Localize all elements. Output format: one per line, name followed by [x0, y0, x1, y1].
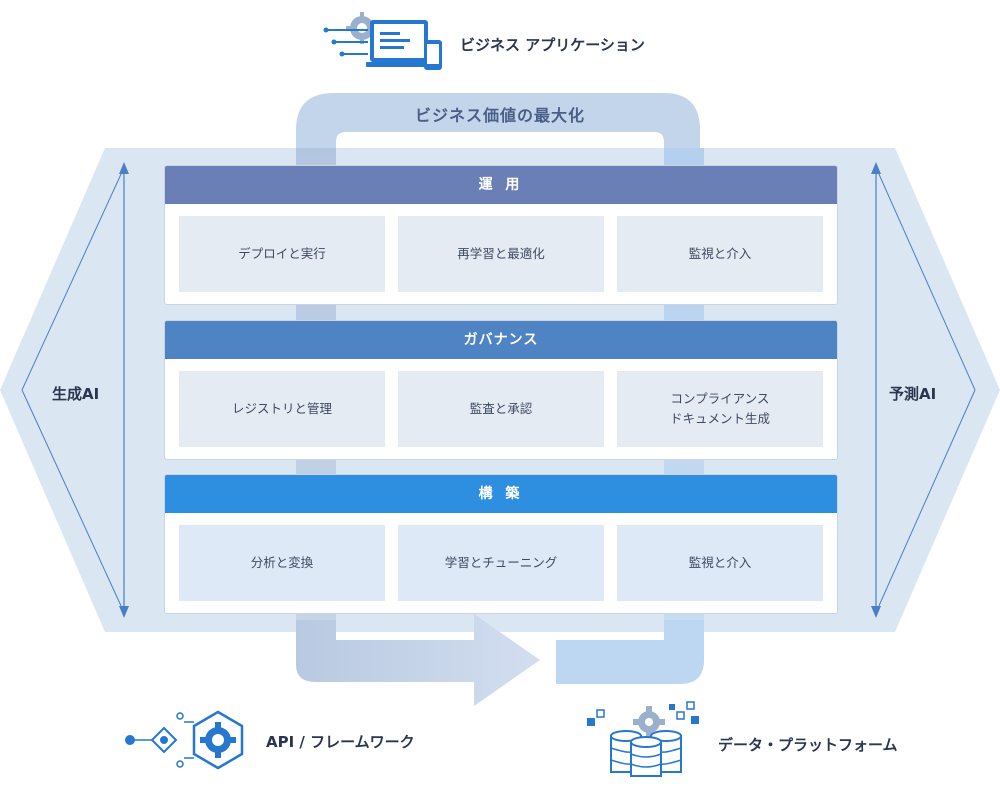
retrain-optimize-cell: 再学習と最適化: [398, 216, 604, 292]
deploy-run-cell: デプロイと実行: [179, 216, 385, 292]
build-panel: 構 築 分析と変換 学習とチューニング 監視と介入: [164, 474, 838, 614]
loop-top-arch: [296, 93, 700, 160]
loop-label: ビジネス価値の最大化: [414, 106, 585, 125]
governance-header: ガバナンス: [165, 321, 837, 359]
audit-approval-label: 監査と承認: [469, 401, 533, 416]
loop-bottom-arrow: [296, 614, 540, 706]
business-app-label: ビジネス アプリケーション: [460, 36, 645, 54]
loop-bottom-return: [556, 620, 704, 684]
ops-monitor-intervene-cell: 監視と介入: [617, 216, 823, 292]
compliance-docs-cell: コンプライアンス ドキュメント生成: [617, 371, 823, 447]
generative-ai-label: 生成AI: [52, 385, 100, 403]
predictive-ai-label: 予測AI: [889, 385, 937, 403]
build-monitor-intervene-label: 監視と介入: [688, 555, 752, 570]
data-platform-label: データ・プラットフォーム: [718, 736, 898, 754]
audit-approval-cell: 監査と承認: [398, 371, 604, 447]
deploy-run-label: デプロイと実行: [238, 246, 326, 261]
governance-panel: ガバナンス レジストリと管理 監査と承認 コンプライアンス ドキュメント生成: [164, 320, 838, 460]
api-framework-icon: [125, 710, 244, 770]
train-tune-label: 学習とチューニング: [444, 555, 558, 570]
right-double-arrow: [871, 162, 976, 618]
build-monitor-intervene-cell: 監視と介入: [617, 525, 823, 601]
analyze-transform-cell: 分析と変換: [179, 525, 385, 601]
operations-header: 運 用: [165, 166, 837, 204]
ops-monitor-intervene-label: 監視と介入: [688, 246, 752, 261]
compliance-docs-line2: ドキュメント生成: [669, 411, 770, 426]
operations-panel: 運 用 デプロイと実行 再学習と最適化 監視と介入: [164, 165, 838, 305]
business-app-icon: [323, 12, 442, 70]
train-tune-cell: 学習とチューニング: [398, 525, 604, 601]
registry-management-cell: レジストリと管理: [179, 371, 385, 447]
compliance-docs-line1: コンプライアンス: [670, 391, 770, 406]
registry-management-label: レジストリと管理: [231, 401, 332, 416]
retrain-optimize-label: 再学習と最適化: [457, 246, 545, 261]
api-framework-label: API / フレームワーク: [266, 733, 415, 751]
analyze-transform-label: 分析と変換: [250, 555, 314, 570]
left-double-arrow: [21, 162, 129, 618]
data-platform-icon: [587, 701, 699, 777]
build-header: 構 築: [165, 475, 837, 513]
